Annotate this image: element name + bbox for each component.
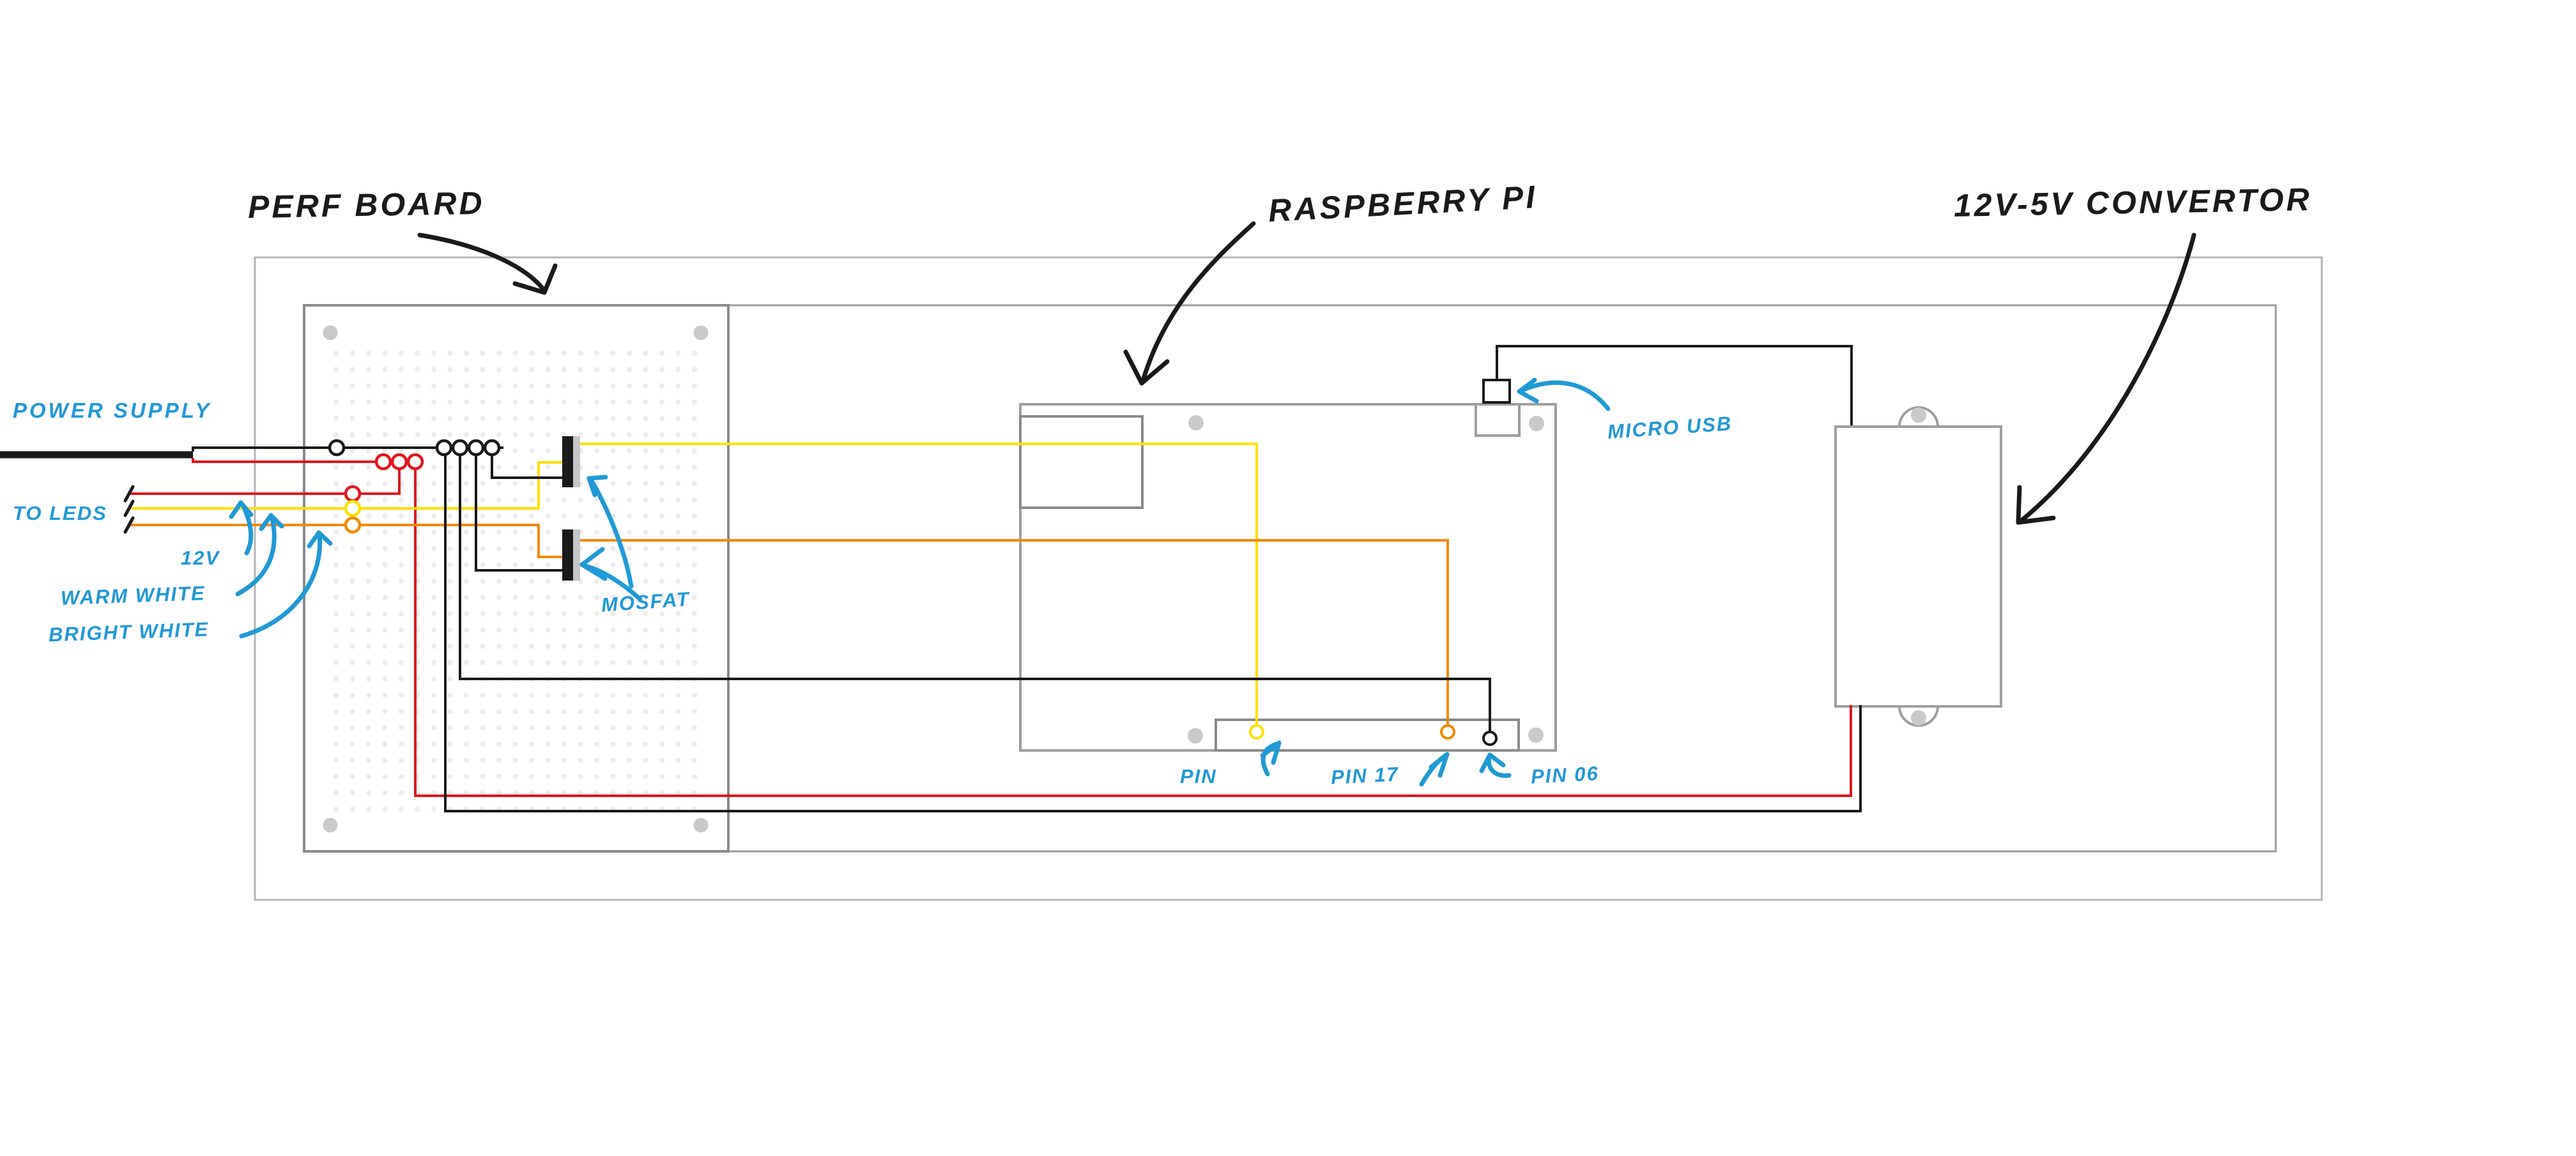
convertor-hole-top	[1911, 407, 1926, 423]
red-led-terminal	[344, 485, 362, 503]
pin-06-arrow	[1479, 752, 1512, 778]
sd-card-slot	[1019, 415, 1144, 509]
black-terminal	[451, 439, 469, 457]
orange-led-terminal	[344, 516, 362, 534]
raspberry-pi-arrow	[1123, 221, 1256, 386]
pin-arrow	[1260, 740, 1282, 777]
pin-17-label: PIN 17	[1330, 763, 1400, 789]
mosfat-lower-arrow	[579, 547, 643, 602]
black-terminal	[435, 439, 453, 457]
raspberry-pi-board	[1019, 403, 1557, 752]
gpio-pin-06	[1482, 731, 1498, 746]
micro-usb-connector	[1475, 379, 1521, 437]
perf-board	[303, 304, 730, 853]
yellow-gpio-wire	[580, 443, 1258, 726]
black-mosfet-lower-wire	[475, 455, 562, 572]
convertor-title: 12V-5V CONVERTOR	[1953, 181, 2312, 224]
pin-06-label: PIN 06	[1530, 762, 1600, 788]
wire-break-marks	[123, 485, 135, 534]
gpio-header	[1215, 719, 1520, 752]
black-terminal	[483, 439, 501, 457]
pi-mounting-hole	[1529, 416, 1544, 431]
convertor-hole-bottom	[1911, 710, 1926, 726]
usb-5v-wire	[1496, 345, 1853, 425]
pi-mounting-hole	[1528, 727, 1544, 743]
red-terminal	[374, 453, 392, 471]
micro-usb-plug	[1482, 379, 1511, 404]
convertor-arrow	[2016, 232, 2196, 525]
red-return-wire	[414, 469, 1852, 797]
power-supply-label: POWER SUPPLY	[13, 399, 212, 422]
perf-board-hole	[323, 818, 338, 833]
gpio-pin-yellow	[1249, 724, 1264, 740]
perf-board-dot-grid	[334, 351, 697, 812]
gpio-pin-17	[1440, 724, 1455, 740]
power-black-wire	[192, 446, 503, 452]
enclosure-outer-box	[254, 256, 2323, 901]
label-arrows-blue	[229, 377, 1611, 787]
terminals	[328, 439, 1498, 746]
perf-board-arrow	[417, 232, 558, 295]
black-mosfet-upper-wire	[491, 455, 562, 479]
black-terminal	[328, 439, 346, 457]
pi-mounting-hole	[1188, 728, 1203, 743]
perf-board-hole	[693, 818, 709, 833]
led-red-12v-wire	[129, 466, 401, 495]
perf-board-hole	[693, 325, 709, 340]
black-terminal	[467, 439, 485, 457]
wires	[0, 345, 1862, 812]
micro-usb-arrow	[1517, 377, 1611, 411]
led-yellow-wire	[129, 461, 562, 510]
power-red-wire	[192, 458, 424, 463]
black-gpio-wire	[459, 455, 1491, 733]
mosfet-upper	[562, 436, 580, 487]
micro-usb-socket	[1475, 403, 1521, 437]
twelve-v-arrow	[229, 500, 254, 556]
led-orange-wire	[129, 524, 562, 558]
perf-board-title: PERF BOARD	[247, 185, 486, 225]
pi-mounting-hole	[1188, 415, 1204, 430]
mosfet-lower	[562, 529, 580, 581]
yellow-led-terminal	[344, 499, 362, 517]
pin-17-arrow	[1419, 752, 1450, 787]
mosfat-upper-arrow	[586, 475, 634, 589]
to-leds-label: TO LEDS	[13, 502, 107, 524]
bright-white-arrow	[239, 530, 333, 639]
convertor-body	[1834, 406, 2002, 727]
warm-white-arrow	[235, 513, 284, 597]
red-terminal	[406, 453, 424, 471]
red-terminal	[390, 453, 408, 471]
twelve-v-label: 12V	[181, 547, 220, 569]
orange-gpio-wire	[580, 539, 1449, 726]
black-return-wire	[444, 455, 1862, 812]
perf-board-hole	[323, 325, 338, 340]
pin-label: PIN	[1180, 765, 1217, 787]
label-arrows-black	[417, 221, 2196, 525]
